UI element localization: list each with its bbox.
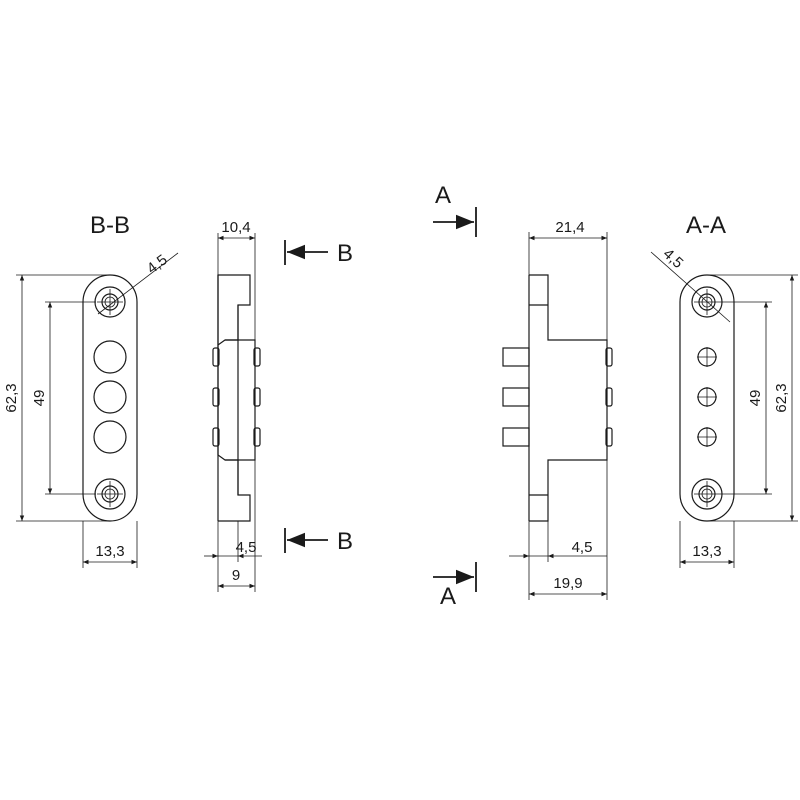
aa-width-label: 13,3 bbox=[692, 543, 721, 560]
aa-mount-hole-bottom bbox=[691, 478, 723, 510]
aa-hole-dia-label: 4,5 bbox=[660, 245, 687, 272]
side-a-depth-label: 19,9 bbox=[553, 575, 582, 592]
section-a-bottom-label: A bbox=[440, 583, 456, 610]
side-a-plate-label: 4,5 bbox=[572, 539, 593, 556]
bb-hole-spacing-label: 49 bbox=[31, 390, 48, 407]
bb-hole-dia-leader bbox=[97, 252, 179, 315]
section-marker-a-top: A bbox=[433, 182, 477, 237]
side-view-b: 10,4 4,5 9 bbox=[204, 219, 262, 592]
section-marker-b-bottom: B bbox=[284, 528, 353, 555]
bb-total-height-label: 62,3 bbox=[3, 383, 20, 412]
aa-pin-hole-1 bbox=[697, 347, 717, 367]
bb-pin-hole-2 bbox=[93, 380, 127, 414]
aa-pin-hole-2 bbox=[697, 387, 717, 407]
side-view-a: 21,4 4,5 19,9 bbox=[502, 219, 613, 600]
side-a-pin-heads bbox=[605, 347, 613, 447]
section-b-bottom-label: B bbox=[337, 528, 353, 555]
section-a-top-label: A bbox=[435, 182, 451, 209]
side-a-top-width-label: 21,4 bbox=[555, 219, 584, 236]
side-a-body-outline bbox=[529, 274, 608, 522]
bb-mount-hole-top bbox=[94, 286, 126, 318]
side-b-top-width-label: 10,4 bbox=[221, 219, 250, 236]
side-b-housing bbox=[225, 339, 256, 461]
bb-pin-hole-1 bbox=[93, 340, 127, 374]
side-b-body-outline bbox=[217, 274, 251, 522]
bb-hole-dia-label: 4,5 bbox=[144, 251, 171, 277]
side-b-pin-right bbox=[253, 347, 261, 447]
view-aa-title: A-A bbox=[686, 212, 726, 239]
section-marker-a-bottom: A bbox=[433, 562, 477, 610]
side-a-pins bbox=[502, 347, 530, 447]
view-aa: A-A bbox=[650, 212, 798, 568]
side-b-plate-label: 4,5 bbox=[236, 539, 257, 556]
bb-width-label: 13,3 bbox=[95, 543, 124, 560]
section-b-top-label: B bbox=[337, 240, 353, 267]
view-bb-title: B-B bbox=[90, 212, 130, 239]
aa-hole-dia-leader bbox=[650, 251, 731, 323]
aa-total-height-label: 62,3 bbox=[773, 383, 790, 412]
bb-pin-hole-3 bbox=[93, 420, 127, 454]
side-b-depth-label: 9 bbox=[232, 567, 240, 584]
section-marker-b-top: B bbox=[284, 240, 353, 267]
view-bb: B-B 4,5 62,3 49 bbox=[3, 212, 179, 568]
side-b-pin-left bbox=[212, 347, 220, 447]
aa-pin-hole-3 bbox=[697, 427, 717, 447]
aa-hole-spacing-label: 49 bbox=[747, 390, 764, 407]
bb-mount-hole-bottom bbox=[94, 478, 126, 510]
